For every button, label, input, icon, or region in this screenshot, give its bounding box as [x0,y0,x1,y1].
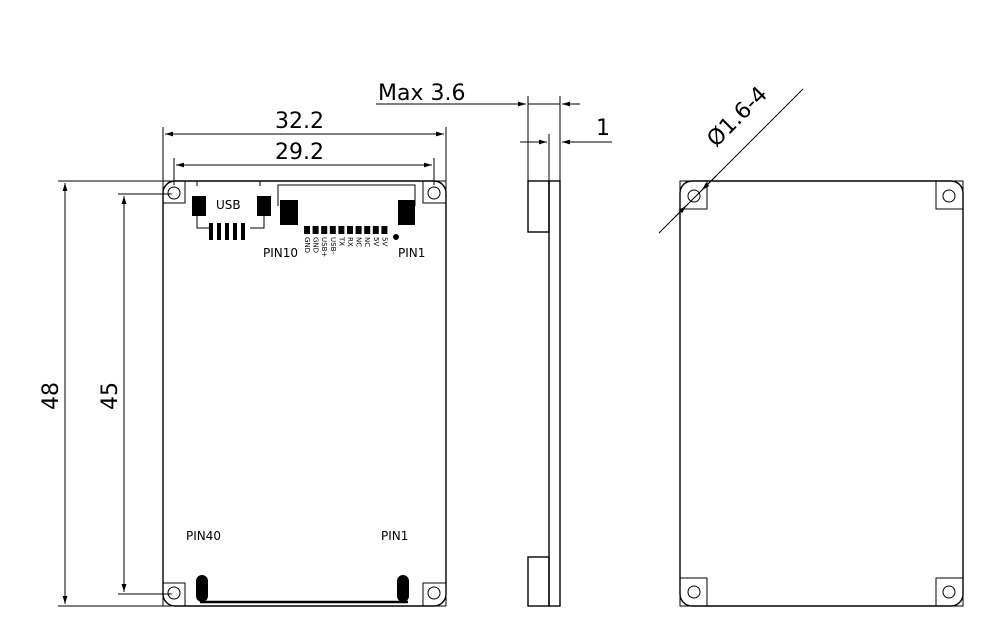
usb-label: USB [216,198,241,212]
back-hole-bottom-left [679,577,708,607]
header-pin-label: 5V [372,237,380,246]
usb-connector: USB [192,180,271,240]
mounting-hole-bottom-right [422,582,447,607]
dimension-inner-width: 29.2 [173,140,435,185]
back-view: Ø1.6-4 [658,82,964,607]
header-pin-label: USB- [329,237,337,254]
dimension-inner-height: 45 [98,193,172,595]
bottom-connector: PIN40 PIN1 [186,529,409,604]
outer-width-value: 32.2 [275,109,324,134]
board-thickness-value: 1 [596,116,610,141]
header-pin-label: USB+ [320,237,328,257]
header-pin-label: TX [337,236,345,246]
header-pin-pad [321,226,328,234]
back-board-outline [679,180,964,607]
header-pin-pad [372,226,379,234]
dimension-max-thickness: Max 3.6 [376,81,580,181]
max-thickness-value: Max 3.6 [378,81,465,106]
header-pin-pad [364,226,371,234]
header-pin-pad [338,226,345,234]
dimension-board-thickness: 1 [520,116,612,181]
outer-height-value: 48 [39,382,64,410]
back-mounting-holes [679,180,964,607]
bottom-pin-right-label: PIN1 [381,529,408,543]
header-pin-label: GND [303,237,311,253]
side-board-outline [548,180,561,607]
header-pin-pad [347,226,353,234]
dimension-outer-height: 48 [39,180,163,607]
dimension-outer-width: 32.2 [162,109,447,181]
side-view: Max 3.6 1 [376,81,612,607]
usb-pins [209,223,245,240]
header-pin-label: GND [312,237,320,253]
header-pin-label: NC [363,237,371,247]
inner-width-value: 29.2 [275,140,324,165]
top-pin-right-label: PIN1 [398,246,425,260]
header-pin-label: 5V [380,237,388,246]
pin1-marker-dot [393,234,399,240]
header-pin-pad [304,226,310,234]
inner-height-value: 45 [98,382,123,410]
side-bottom-component [527,556,550,607]
header-pin-label: NC [355,237,363,247]
back-hole-bottom-right [935,577,964,607]
header-pin-label: RX [346,237,354,247]
header-pin-pad [381,226,388,234]
side-top-component [527,180,550,233]
bottom-pin-left-label: PIN40 [186,529,221,543]
back-hole-top-right [935,180,964,210]
header-pin-pad [329,226,336,234]
top-pin-left-label: PIN10 [263,246,298,260]
hole-spec-value: Ø1.6-4 [703,82,773,152]
front-board-outline [162,180,447,607]
header-pin-pad [355,226,362,234]
back-hole-top-left [679,180,708,210]
header-pin-pad [312,226,319,234]
